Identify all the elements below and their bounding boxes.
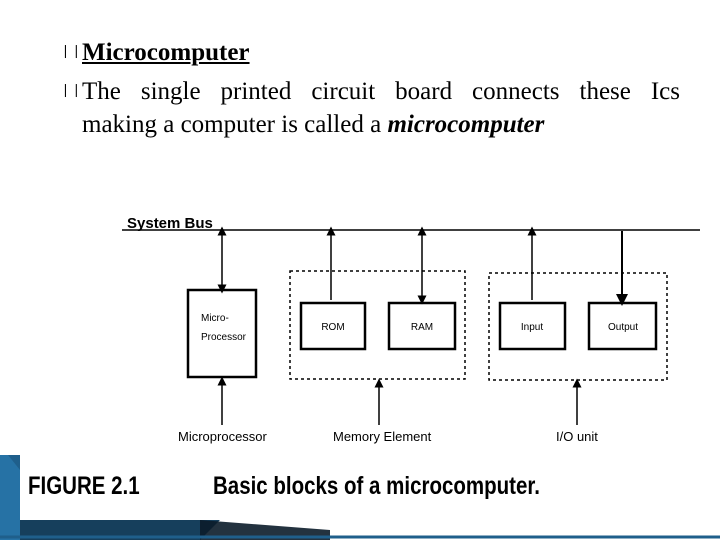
bullet-icon: ❘❘ <box>60 83 82 98</box>
bullet-text-plain: making a computer is called a <box>82 111 388 138</box>
figure-number: FIGURE 2.1 <box>28 471 140 499</box>
microprocessor-caption: Microprocessor <box>178 429 268 444</box>
input-label: Input <box>521 322 543 333</box>
memory-caption: Memory Element <box>333 429 432 444</box>
microprocessor-box-line2: Processor <box>201 332 247 343</box>
ram-label: RAM <box>411 322 433 333</box>
bullet-text-emphasis: microcomputer <box>387 111 545 138</box>
bullet-text-line-1: The single printed circuit board connect… <box>82 78 680 105</box>
output-label: Output <box>608 322 638 333</box>
slide-accent-decoration <box>0 455 720 540</box>
ram-box <box>387 301 457 351</box>
system-bus-label: System Bus <box>127 215 213 232</box>
slide-heading: Microcomputer <box>82 39 250 66</box>
figure-title: Basic blocks of a microcomputer. <box>213 471 540 499</box>
bullet-icon: ❘❘ <box>60 44 82 59</box>
input-box <box>498 301 567 351</box>
rom-box <box>299 301 367 351</box>
bullet-text-line-2: making a computer is called a microcompu… <box>82 110 544 140</box>
io-caption: I/O unit <box>556 429 598 444</box>
microprocessor-box-line1: Micro- <box>201 313 229 324</box>
output-box <box>587 301 658 351</box>
memory-group <box>289 270 466 380</box>
rom-label: ROM <box>321 322 344 333</box>
